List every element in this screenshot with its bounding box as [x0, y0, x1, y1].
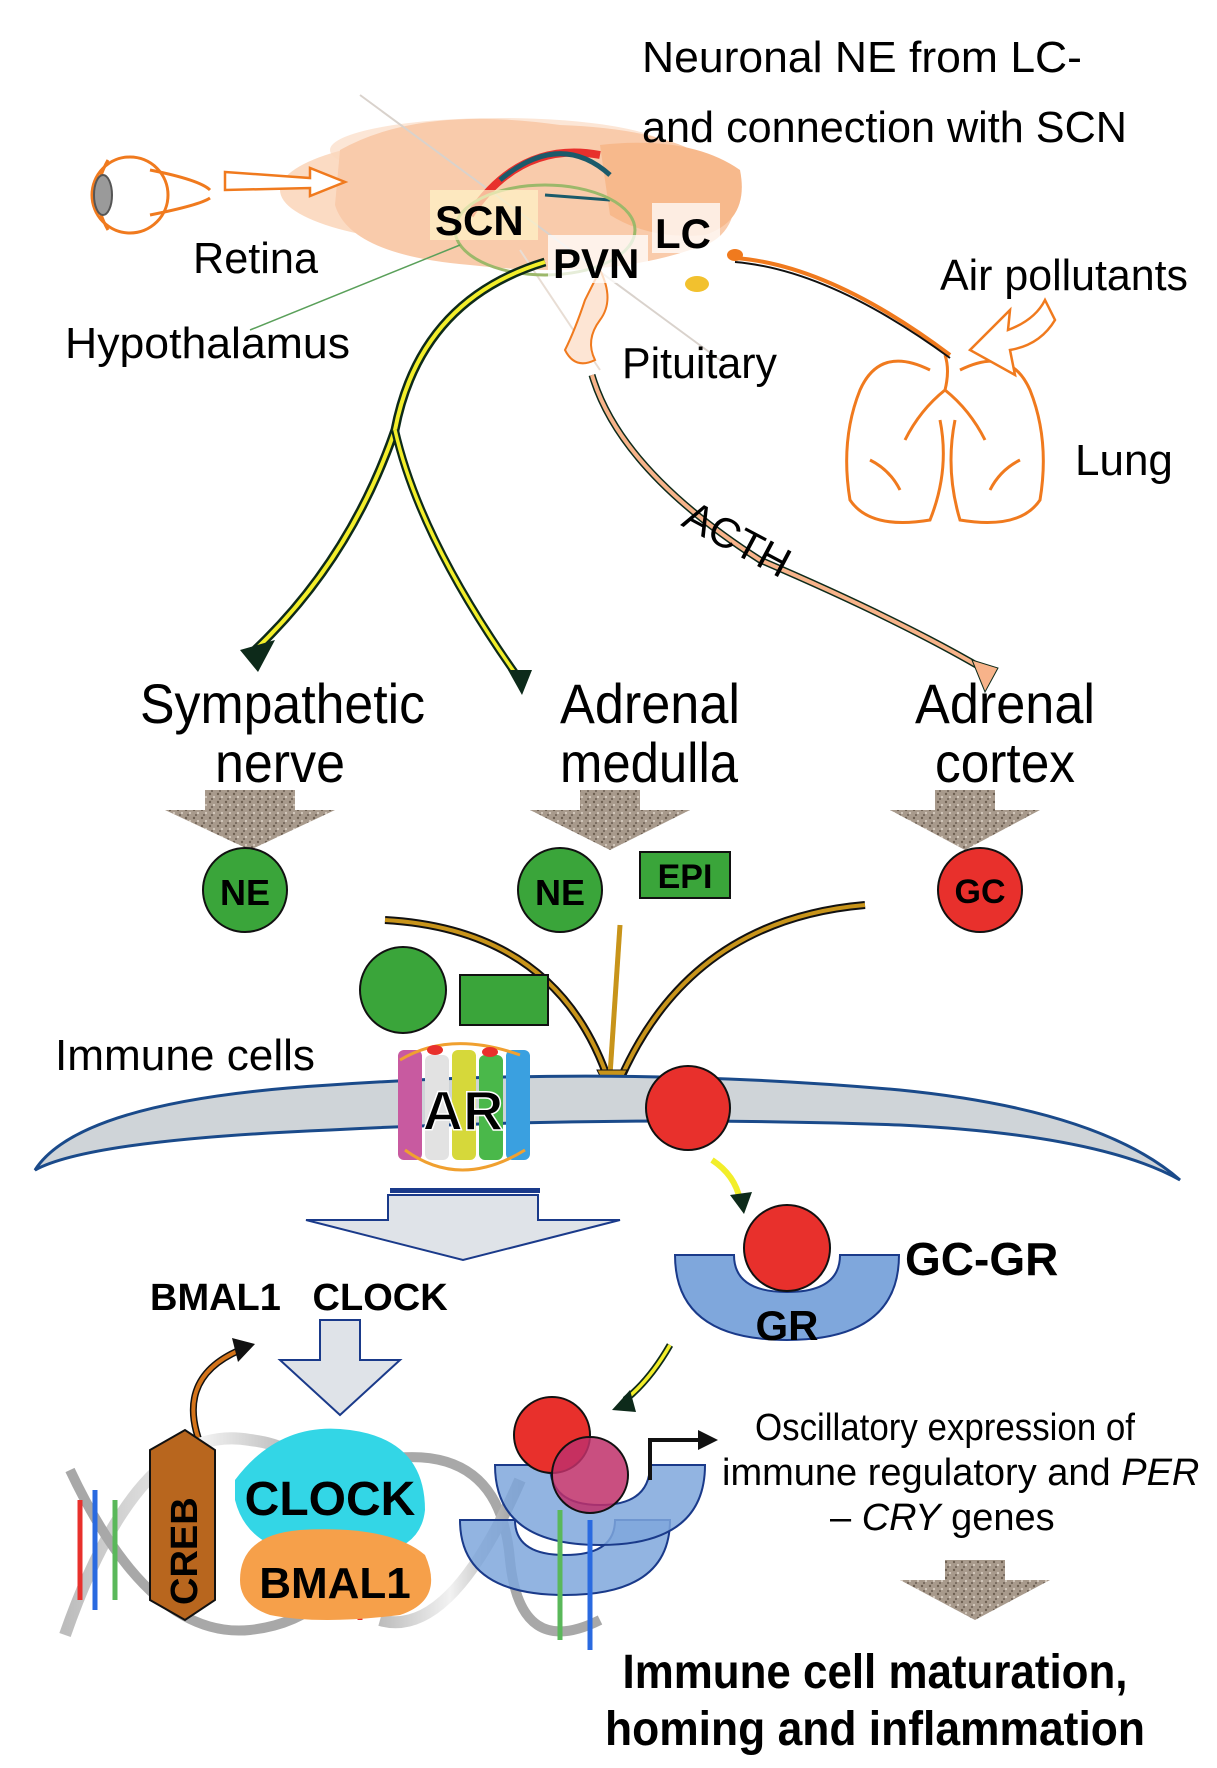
pvn-pathways [251, 257, 987, 683]
ne-sympathetic-circle [202, 847, 288, 933]
pvn-label: PVN [553, 240, 639, 287]
cell-membrane [33, 1074, 1181, 1182]
hormone-release-arrows [165, 790, 1040, 850]
gc-gr-dna-binding [458, 1396, 707, 1650]
eye-icon [90, 155, 212, 235]
gc-gr-complex [673, 1204, 901, 1342]
creb-protein [149, 1428, 216, 1622]
sympathetic-label-line1: Sympathetic [140, 672, 425, 735]
outcome-line2: homing and inflammation [605, 1703, 1145, 1756]
scn-label: SCN [435, 197, 524, 244]
air-pollutants-label: Air pollutants [940, 251, 1188, 300]
hypothalamus-label: Hypothalamus [65, 319, 350, 368]
clock-label: CLOCK [245, 1473, 416, 1526]
outcome-arrow [900, 1560, 1050, 1620]
cry-gene: CRY [862, 1497, 943, 1539]
oscillatory-line3: – CRY genes [830, 1497, 1055, 1539]
neuronal-label-line2: and connection with SCN [642, 103, 1127, 152]
per-gene: PER [1121, 1452, 1199, 1494]
clock-protein [235, 1428, 425, 1556]
creb-label: CREB [164, 1497, 206, 1605]
bmal1-label: BMAL1 [259, 1559, 411, 1608]
transcription-arrow [648, 1438, 700, 1480]
lc-lung-connection [734, 256, 952, 357]
gc-gr-label: GC-GR [905, 1233, 1058, 1285]
immune-cells-label: Immune cells [55, 1031, 315, 1080]
gc-membrane [645, 1065, 731, 1151]
adrenal-medulla-label-line2: medulla [560, 731, 739, 794]
hypothalamus-leader [249, 244, 461, 331]
lung-icon [845, 354, 1045, 524]
gc-circle [937, 847, 1023, 933]
adrenal-cortex-label-line2: cortex [935, 731, 1075, 794]
gr-label: GR [756, 1302, 819, 1349]
oscillatory-line3-dash: – [830, 1497, 862, 1539]
ne-medulla-circle [517, 847, 603, 933]
bmal1-protein [240, 1529, 432, 1620]
oscillatory-line3-genes: genes [941, 1497, 1055, 1539]
ar-signal-arrow [305, 1194, 621, 1262]
oscillatory-line1: Oscillatory expression of [755, 1407, 1135, 1449]
gc-small-arrow [710, 1157, 743, 1201]
oscillatory-line2: immune regulatory and PER [722, 1452, 1199, 1494]
epi-label: EPI [658, 858, 713, 896]
lc-label: LC [655, 210, 711, 257]
ar-receptor [390, 1042, 540, 1193]
ne-sympathetic-label: NE [220, 872, 270, 913]
air-pollutant-arrow [967, 297, 1057, 378]
ne-ligand [359, 946, 447, 1034]
epi-ligand [459, 974, 549, 1026]
retina-arrow [223, 166, 349, 198]
retina-label: Retina [193, 234, 319, 283]
bmal1-clock-label: BMAL1 CLOCK [150, 1277, 448, 1319]
lung-label: Lung [1075, 436, 1173, 485]
acth-label: ACTH [676, 491, 799, 586]
outcome-line1: Immune cell maturation, [623, 1646, 1128, 1699]
epi-box [639, 851, 731, 899]
oscillatory-line2-text: immune regulatory and [722, 1452, 1121, 1494]
adrenal-cortex-label-line1: Adrenal [915, 672, 1095, 735]
converging-arrows [384, 901, 866, 1087]
gc-label: GC [955, 873, 1006, 911]
adrenal-medulla-label-line1: Adrenal [560, 672, 740, 735]
sympathetic-label-line2: nerve [215, 731, 345, 794]
neuronal-label-line1: Neuronal NE from LC- [642, 33, 1082, 82]
pituitary-label: Pituitary [622, 339, 777, 388]
ne-medulla-label: NE [535, 872, 585, 913]
ar-label: AR [423, 1079, 504, 1142]
clock-arrow [277, 1319, 403, 1417]
